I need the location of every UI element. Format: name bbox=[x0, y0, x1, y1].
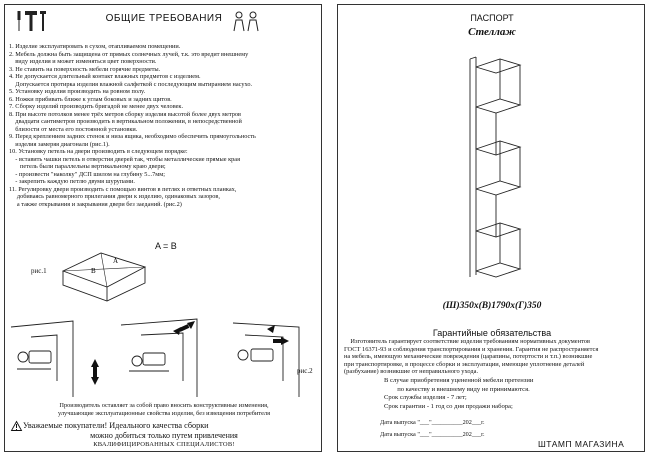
requirement-item: 5. Установку изделия производить на ровн… bbox=[9, 88, 146, 95]
terms-block: В случае приобретения уцененной мебели п… bbox=[384, 377, 640, 411]
requirement-item: 7. Сборку изделий производить бригадой н… bbox=[9, 103, 184, 110]
requirement-item: 11. Регулировку двери производить с помо… bbox=[9, 185, 237, 208]
requirement-item: 3. Не ставить на поверхность мебели горя… bbox=[9, 65, 161, 73]
diagonal-b-label: B bbox=[91, 267, 96, 275]
warranty-period: Срок гарантии - 1 год со дня продажи наб… bbox=[384, 402, 513, 410]
hammer-icon bbox=[25, 11, 37, 31]
screwdriver-icon bbox=[40, 11, 46, 31]
diagonal-a-label: A bbox=[113, 257, 118, 265]
page-title: ОБЩИЕ ТРЕБОВАНИЯ bbox=[105, 13, 223, 24]
screwdriver-icon bbox=[17, 11, 21, 31]
store-stamp: ШТАМП МАГАЗИНА bbox=[538, 439, 625, 449]
warning-line: Уважаемые покупатели! Идеального качеств… bbox=[23, 421, 209, 430]
diagonal-formula: A = B bbox=[155, 241, 177, 251]
warranty-text: Изготовитель гарантирует соответствие из… bbox=[344, 338, 599, 376]
requirement-item: 2. Мебель должна быть защищена от прямых… bbox=[9, 50, 249, 66]
general-requirements-panel: ОБЩИЕ ТРЕБОВАНИЯ 1. Изделие эксплуатиров… bbox=[4, 4, 322, 452]
passport-panel: ПАСПОРТ Стеллаж (Ш)350х(В)1790х(Г)350 Га… bbox=[337, 4, 645, 452]
requirements-list: 1. Изделие эксплуатировать в сухом, отап… bbox=[9, 43, 321, 208]
release-dates: Дата выпуска "___"__________202___г. Дат… bbox=[380, 417, 640, 441]
hinge-adjust-drawing bbox=[10, 318, 300, 397]
service-life: Срок службы изделия - 7 лет; bbox=[384, 394, 467, 402]
release-date-field[interactable]: Дата выпуска "___"__________202___г. bbox=[380, 419, 485, 426]
requirement-item: 8. При высоте потолков менее трёх метров… bbox=[9, 110, 242, 133]
warning-sub: можно добиться только путем привлечения bbox=[90, 431, 238, 440]
requirement-item: 9. Перед креплением задних стенок и низа… bbox=[9, 133, 256, 148]
warranty-title: Гарантийные обязательства bbox=[432, 328, 552, 338]
warning-caps: КВАЛИФИЦИРОВАННЫХ СПЕЦИАЛИСТОВ! bbox=[93, 441, 235, 448]
figure-1-label: рис.1 bbox=[31, 267, 47, 275]
requirement-item: 6. Ножки прибивать ближе к углам боковых… bbox=[9, 95, 172, 103]
warning-triangle-icon bbox=[10, 420, 23, 431]
product-dimensions: (Ш)350х(В)1790х(Г)350 bbox=[442, 301, 542, 311]
manufacturer-note: Производитель оставляет за собой право в… bbox=[58, 402, 270, 417]
requirement-item: 4. Не допускается длительный контакт вла… bbox=[9, 73, 253, 88]
requirement-item: 1. Изделие эксплуатировать в сухом, отап… bbox=[9, 43, 181, 50]
assembly-warning: Уважаемые покупатели! Идеального качеств… bbox=[10, 420, 317, 449]
shelf-unit-drawing bbox=[469, 56, 522, 278]
passport-title: ПАСПОРТ bbox=[470, 13, 514, 23]
product-name: Стеллаж bbox=[468, 26, 516, 38]
requirement-item: 10. Установку петель на двери производит… bbox=[9, 148, 240, 185]
two-people-icon bbox=[233, 11, 259, 32]
figure-2-label: рис.2 bbox=[297, 367, 313, 375]
box-diagonal-drawing: A B bbox=[61, 252, 147, 302]
discount-note: В случае приобретения уцененной мебели п… bbox=[384, 377, 534, 393]
release-date-field[interactable]: Дата выпуска "___"__________202___г. bbox=[380, 431, 485, 438]
